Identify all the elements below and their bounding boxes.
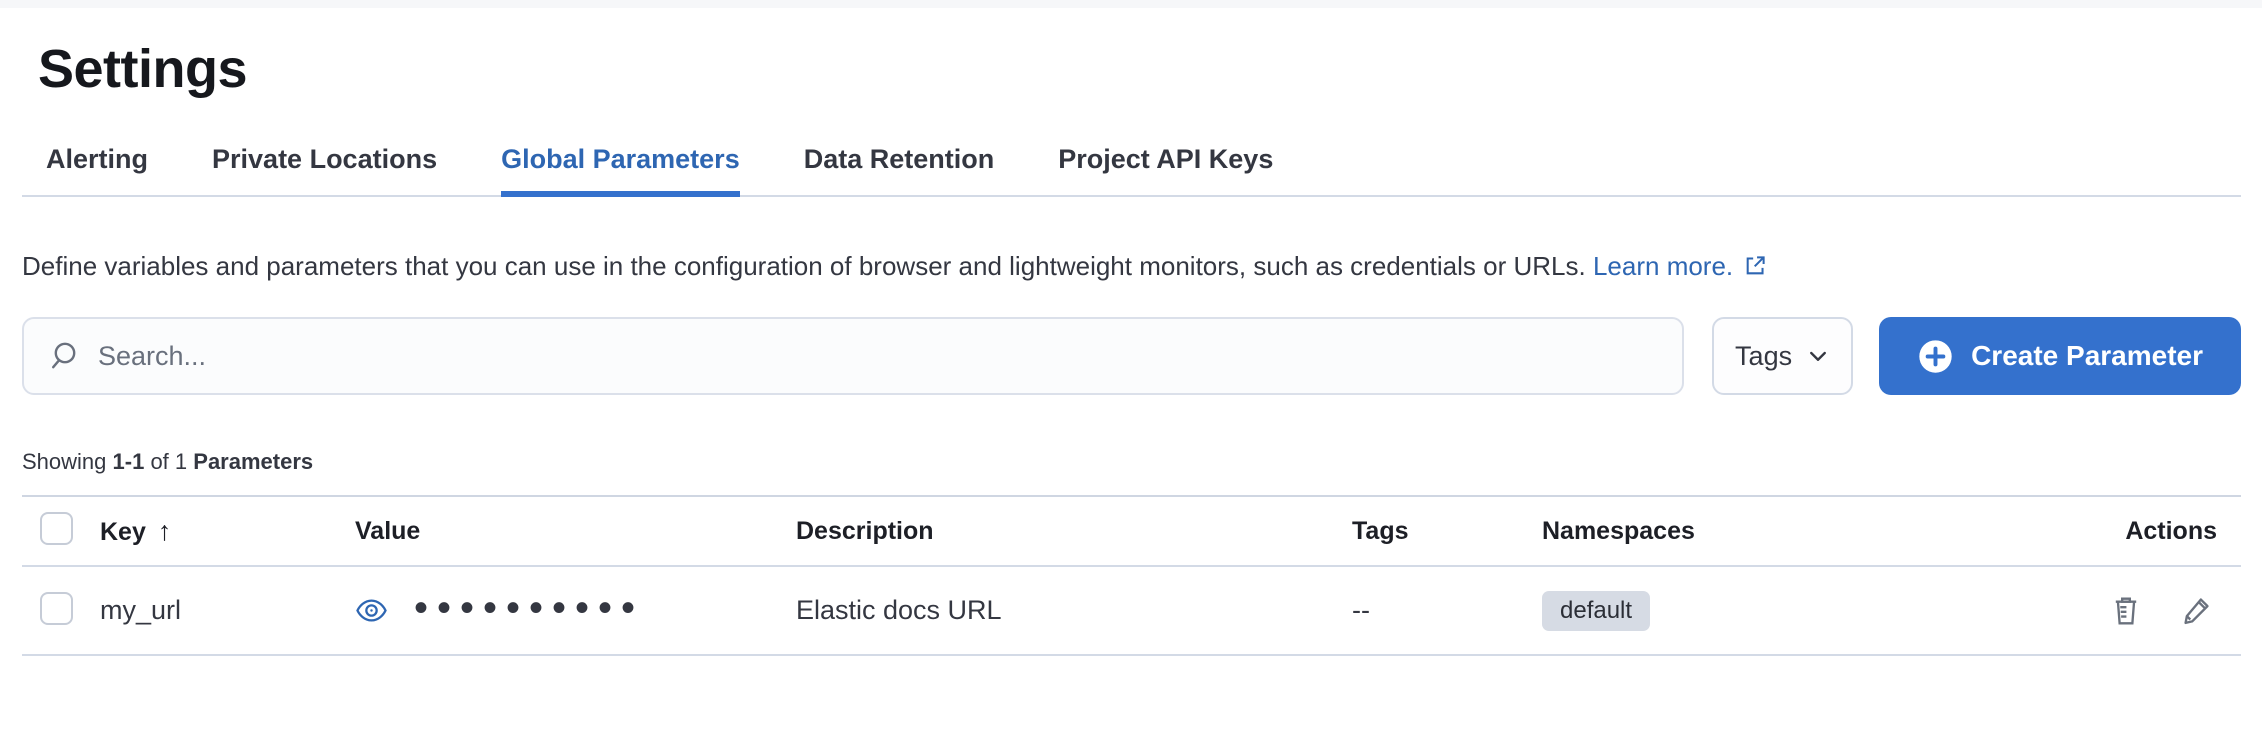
column-header-value: Value bbox=[355, 516, 421, 545]
learn-more-link[interactable]: Learn more. bbox=[1593, 251, 1768, 281]
tags-filter-button[interactable]: Tags bbox=[1712, 317, 1854, 395]
column-header-namespaces: Namespaces bbox=[1542, 516, 1695, 545]
trash-icon bbox=[2109, 597, 2143, 631]
delete-parameter-button[interactable] bbox=[2109, 594, 2143, 628]
tab-data-retention[interactable]: Data Retention bbox=[803, 144, 995, 174]
column-header-tags: Tags bbox=[1352, 516, 1409, 545]
parameters-table: Key↑ Value Description Tags Namespaces A… bbox=[22, 495, 2241, 656]
search-box[interactable] bbox=[22, 317, 1685, 395]
page-title: Settings bbox=[38, 39, 248, 99]
settings-page: Settings Alerting Private Locations Glob… bbox=[0, 38, 2262, 656]
table-row: my_url •••••••••• Elastic docs URL -- de bbox=[22, 567, 2241, 656]
search-input[interactable] bbox=[98, 340, 1659, 372]
namespace-badge: default bbox=[1542, 590, 1651, 631]
learn-more-label: Learn more. bbox=[1592, 251, 1734, 281]
table-header-row: Key↑ Value Description Tags Namespaces A… bbox=[22, 497, 2241, 567]
create-parameter-label: Create Parameter bbox=[1971, 340, 2203, 371]
summary-range: 1-1 bbox=[112, 449, 145, 474]
column-header-description: Description bbox=[796, 516, 934, 545]
tabs-bar: Alerting Private Locations Global Parame… bbox=[22, 144, 2241, 197]
row-value: •••••••••• bbox=[355, 585, 796, 631]
sort-ascending-icon: ↑ bbox=[157, 515, 172, 546]
tab-private-locations[interactable]: Private Locations bbox=[212, 144, 438, 174]
row-actions bbox=[2109, 594, 2241, 628]
tab-alerting[interactable]: Alerting bbox=[46, 144, 149, 174]
row-key: my_url bbox=[100, 595, 182, 625]
parameters-toolbar: Tags Create Parameter bbox=[22, 317, 2241, 395]
edit-parameter-button[interactable] bbox=[2179, 594, 2213, 628]
top-strip bbox=[0, 0, 2262, 8]
page-description: Define variables and parameters that you… bbox=[22, 243, 2197, 293]
external-link-icon bbox=[1743, 246, 1768, 293]
tags-filter-label: Tags bbox=[1735, 340, 1793, 371]
tab-global-parameters[interactable]: Global Parameters bbox=[501, 144, 740, 197]
select-all-checkbox[interactable] bbox=[40, 512, 73, 545]
summary-entity: Parameters bbox=[193, 449, 314, 474]
description-text: Define variables and parameters that you… bbox=[22, 251, 1586, 281]
eye-icon bbox=[355, 599, 388, 630]
row-tags: -- bbox=[1352, 595, 1370, 625]
summary-middle: of 1 bbox=[150, 449, 188, 474]
tab-project-api-keys[interactable]: Project API Keys bbox=[1058, 144, 1274, 174]
create-parameter-button[interactable]: Create Parameter bbox=[1879, 317, 2241, 395]
column-header-key[interactable]: Key↑ bbox=[100, 515, 172, 546]
reveal-value-button[interactable] bbox=[355, 594, 388, 627]
row-checkbox[interactable] bbox=[40, 591, 73, 625]
masked-value: •••••••••• bbox=[414, 585, 645, 630]
chevron-down-icon bbox=[1806, 344, 1830, 368]
pencil-icon bbox=[2179, 597, 2213, 631]
summary-prefix: Showing bbox=[22, 449, 107, 474]
plus-in-circle-icon bbox=[1917, 338, 1954, 375]
search-icon bbox=[48, 340, 80, 372]
column-header-actions: Actions bbox=[2125, 516, 2217, 545]
row-description: Elastic docs URL bbox=[796, 595, 1002, 625]
results-summary: Showing 1-1 of 1 Parameters bbox=[22, 449, 2241, 475]
row-namespaces: default bbox=[1542, 590, 2109, 631]
